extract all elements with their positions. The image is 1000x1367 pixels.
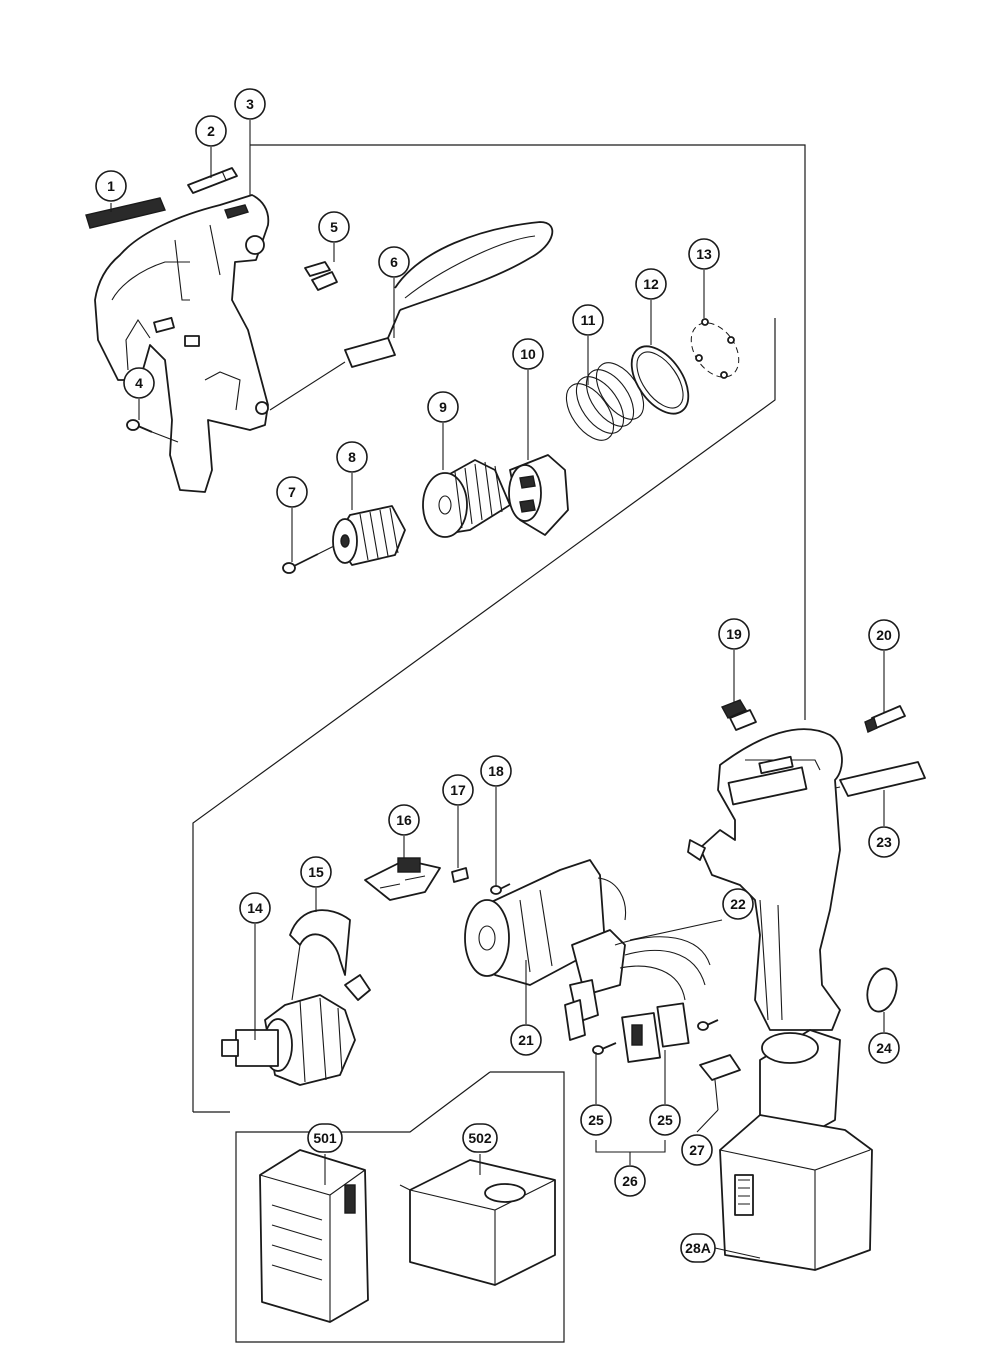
callout-10-text: 10 [520,346,536,362]
callout-501-text: 501 [313,1130,337,1146]
part-screws-25 [592,1019,719,1055]
part-screw-7 [282,542,341,574]
callout-13: 13 [688,238,720,270]
callout-9-text: 9 [439,399,447,415]
accessory-box [235,1071,565,1343]
callout-23-text: 23 [876,834,892,850]
part-switch-lever [364,857,441,901]
callout-7: 7 [276,476,308,508]
callout-10: 10 [512,338,544,370]
callout-24: 24 [868,1032,900,1064]
part-screw-18 [490,883,511,895]
callout-19-text: 19 [726,626,742,642]
callout-8: 8 [336,441,368,473]
callout-502: 502 [462,1123,498,1153]
callout-20-text: 20 [876,627,892,643]
callout-7-text: 7 [288,484,296,500]
callout-26: 26 [614,1165,646,1197]
assembly-frame-lines [192,144,806,1113]
callout-19: 19 [718,618,750,650]
callout-17-text: 17 [450,782,466,798]
callout-8-text: 8 [348,449,356,465]
part-pin-20 [864,705,906,733]
callout-26-text: 26 [622,1173,638,1189]
callout-18-text: 18 [488,763,504,779]
part-charger [399,1159,556,1286]
callout-2: 2 [195,115,227,147]
part-strap [269,221,554,411]
callout-6-text: 6 [390,254,398,270]
callout-1: 1 [95,170,127,202]
callout-12: 12 [635,268,667,300]
callout-15-text: 15 [308,864,324,880]
part-terminal [699,1054,741,1111]
part-spring [565,362,645,441]
callout-2-text: 2 [207,123,215,139]
callout-17: 17 [442,774,474,806]
callout-25-right: 25 [649,1104,681,1136]
callout-22: 22 [722,888,754,920]
callout-4: 4 [123,367,155,399]
callout-9: 9 [427,391,459,423]
callout-16-text: 16 [396,812,412,828]
part-washer-24 [866,967,898,1013]
callout-22-text: 22 [730,896,746,912]
callout-15: 15 [300,856,332,888]
callout-27: 27 [681,1134,713,1166]
leader-lines [110,120,885,1259]
part-switch [564,929,711,1041]
callout-24-text: 24 [876,1040,892,1056]
callout-1-text: 1 [107,178,115,194]
callout-14-text: 14 [247,900,263,916]
callout-25-left-text: 25 [588,1112,604,1128]
part-clip-19 [721,699,757,731]
callout-6: 6 [378,246,410,278]
callout-28A: 28A [680,1233,716,1263]
callout-23: 23 [868,826,900,858]
callout-25-left: 25 [580,1104,612,1136]
callout-3: 3 [234,88,266,120]
part-housing-left [94,194,270,493]
callout-27-text: 27 [689,1142,705,1158]
callout-12-text: 12 [643,276,659,292]
callout-16: 16 [388,804,420,836]
callout-501: 501 [307,1123,343,1153]
callout-5: 5 [318,211,350,243]
callout-502-text: 502 [468,1130,492,1146]
part-housing-right [687,728,843,1031]
part-clutch-ring [422,459,511,538]
part-washer [690,318,740,379]
callout-21: 21 [510,1024,542,1056]
part-screw-4 [126,419,179,443]
part-battery [719,1029,873,1271]
part-carry-case [259,1149,369,1323]
part-chuck [332,505,406,566]
callout-21-text: 21 [518,1032,534,1048]
callout-11: 11 [572,304,604,336]
callout-28A-text: 28A [685,1240,711,1256]
part-clutch-plate [508,454,569,536]
callout-20: 20 [868,619,900,651]
callout-11-text: 11 [581,312,596,328]
part-spring-17 [451,867,469,883]
part-brush-holders [621,1002,690,1063]
part-bracket [289,909,351,1001]
part-clip-5 [304,261,338,291]
callout-3-text: 3 [246,96,254,112]
part-pin-2 [187,167,238,194]
callout-4-text: 4 [135,375,143,391]
part-gear-assembly [221,974,371,1086]
callout-14: 14 [239,892,271,924]
callout-5-text: 5 [330,219,338,235]
callout-25-right-text: 25 [657,1112,673,1128]
callout-18: 18 [480,755,512,787]
part-ring [630,345,690,415]
callout-13-text: 13 [696,246,712,262]
